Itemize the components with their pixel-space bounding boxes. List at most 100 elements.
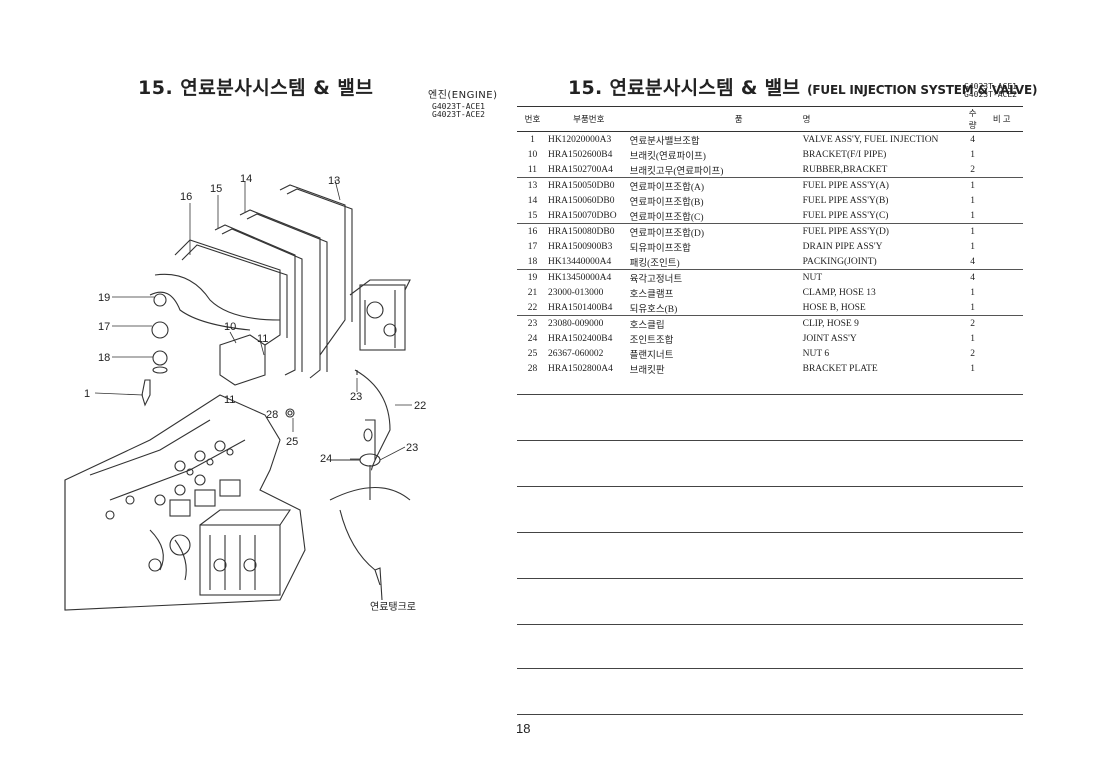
cell-name-english: BRACKET PLATE (802, 363, 878, 374)
cell-part-number: HRA150070DBO (547, 210, 617, 221)
cell-part-number: HRA1502400B4 (547, 333, 613, 344)
cell-name-english: BRACKET(F/I PIPE) (802, 149, 887, 160)
cell-remarks (980, 269, 1023, 285)
cell-remarks (980, 315, 1023, 331)
fuel-tank-label: 연료탱크로 (370, 601, 416, 613)
cell-name-korean: 되유호스(B) (629, 304, 678, 315)
cell-quantity: 1 (970, 195, 976, 206)
cell-part-number: HK13440000A4 (547, 256, 612, 267)
cell-quantity: 4 (970, 256, 976, 267)
cell-part-number: 23000-013000 (547, 287, 604, 298)
cell-name-english: CLAMP, HOSE 13 (802, 287, 876, 298)
table-row: 21 23000-013000 호스클램프 CLAMP, HOSE 13 1 (517, 285, 1023, 300)
cell-quantity: 1 (970, 149, 976, 160)
cell-quantity: 4 (970, 134, 976, 145)
header-number: 번호 (517, 106, 548, 132)
cell-name-korean: 호스클램프 (629, 289, 674, 300)
page-number: 18 (516, 721, 531, 736)
cell-number: 10 (527, 149, 538, 160)
cell-part-number: HRA1500900B3 (547, 241, 613, 252)
cell-number: 13 (517, 177, 548, 193)
parts-table-header: 번호 부품번호 품 명 수 량 비 고 (517, 106, 1023, 132)
cell-name-korean: 패킹(조인트) (629, 258, 680, 269)
cell-name-korean: 연료파이프조합(A) (629, 177, 803, 193)
cell-remarks (980, 132, 1023, 148)
cell-part-number: HRA1501400B4 (547, 302, 613, 313)
engine-label: 엔진(ENGINE) (428, 90, 498, 101)
cell-name-english: NUT (802, 269, 965, 285)
cell-number: 25 (527, 348, 538, 359)
exploded-parts-diagram: 16 15 14 13 19 17 10 11 18 1 11 28 23 22… (64, 173, 426, 613)
cell-name-korean: 호스클립 (629, 315, 803, 331)
model-code: G4023T-ACE1 (432, 102, 485, 111)
cell-quantity: 2 (970, 348, 976, 359)
cell-number: 22 (527, 302, 538, 313)
cell-part-number: HK13450000A4 (547, 269, 630, 285)
callout-label: 22 (414, 400, 426, 412)
cell-name-english: RUBBER,BRACKET (802, 164, 888, 175)
cell-remarks (980, 346, 1023, 361)
cell-number: 23 (517, 315, 548, 331)
cell-number: 21 (527, 287, 538, 298)
title-english: (FUEL INJECTION SYSTEM & VALVE) (807, 83, 1038, 97)
callout-label: 1 (84, 388, 90, 400)
cell-part-number: 26367-060002 (547, 348, 604, 359)
cell-name-english: FUEL PIPE ASS'Y(A) (802, 177, 965, 193)
header-quantity: 수 량 (964, 106, 981, 132)
callout-label: 11 (224, 394, 235, 406)
callout-label: 25 (286, 436, 298, 448)
header-name-left: 품 (629, 106, 803, 132)
callout-label: 19 (98, 292, 110, 304)
header-name-right: 명 (802, 106, 965, 132)
callout-label: 10 (224, 321, 236, 333)
cell-quantity: 2 (964, 315, 981, 331)
callout-label: 24 (320, 453, 332, 465)
blank-rule (517, 486, 1023, 487)
cell-name-english: HOSE B, HOSE (802, 302, 866, 313)
cell-name-english: NUT 6 (802, 348, 830, 359)
cell-quantity: 1 (970, 333, 976, 344)
cell-remarks (980, 208, 1023, 224)
cell-part-number: HRA150080DB0 (547, 223, 630, 239)
cell-remarks (980, 223, 1023, 239)
cell-remarks (980, 300, 1023, 316)
header-part-number: 부품번호 (547, 106, 630, 132)
table-row: 25 26367-060002 플랜지너트 NUT 6 2 (517, 346, 1023, 361)
cell-quantity: 1 (970, 287, 976, 298)
callout-label: 16 (180, 191, 192, 203)
cell-number: 1 (530, 134, 535, 145)
cell-name-korean: 플랜지너트 (629, 350, 674, 361)
blank-rule (517, 440, 1023, 441)
title-korean: 15. 연료분사시스템 & 밸브 (568, 77, 801, 99)
header-remarks: 비 고 (980, 106, 1023, 132)
right-page-title: 15. 연료분사시스템 & 밸브 (FUEL INJECTION SYSTEM … (568, 73, 1037, 100)
cell-number: 28 (527, 363, 538, 374)
cell-part-number: HRA150050DB0 (547, 177, 630, 193)
cell-quantity: 4 (964, 269, 981, 285)
cell-name-korean: 연료분사밸브조합 (629, 136, 700, 147)
cell-number: 24 (527, 333, 538, 344)
cell-part-number: HRA1502700A4 (547, 164, 613, 175)
cell-name-korean: 연료파이프조합(D) (629, 223, 803, 239)
model-code: G4023T-ACE1 (964, 82, 1017, 91)
cell-remarks (980, 331, 1023, 346)
cell-name-korean: 조인트조합 (629, 335, 674, 346)
cell-quantity: 1 (964, 223, 981, 239)
cell-number: 11 (527, 164, 538, 175)
right-model-codes: G4023T-ACE1 G4023T-ACE2 (964, 83, 1017, 99)
callout-label: 14 (240, 173, 252, 185)
cell-number: 16 (517, 223, 548, 239)
callout-label: 23 (350, 391, 362, 403)
cell-quantity: 1 (970, 363, 976, 374)
